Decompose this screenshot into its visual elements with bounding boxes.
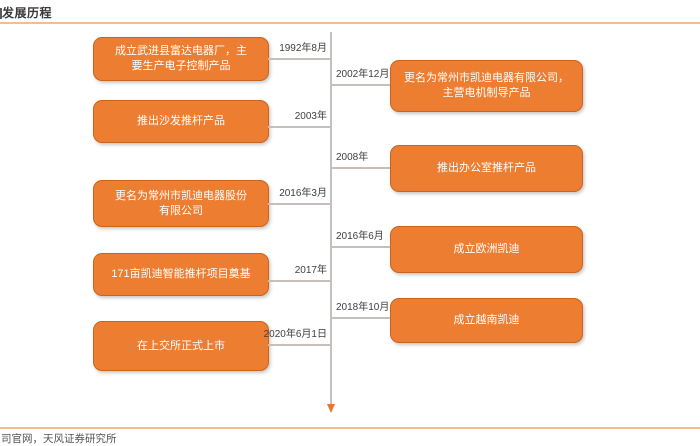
- milestone-date: 2020年6月1日: [263, 329, 327, 340]
- footer-divider-rule: [0, 427, 700, 429]
- milestone-box: 更名为常州市凯迪电器有限公司，主营电机制导产品: [390, 60, 583, 112]
- connector-line: [268, 126, 331, 128]
- connector-line: [331, 84, 390, 86]
- connector-line: [331, 317, 390, 319]
- milestone-box: 推出沙发推杆产品: [93, 100, 269, 143]
- connector-line: [268, 280, 331, 282]
- connector-line: [268, 58, 331, 60]
- milestone-label: 成立武进县富达电器厂，主要生产电子控制产品: [115, 45, 247, 72]
- milestone-date: 2016年6月: [336, 231, 384, 242]
- source-note: 司官网，天风证券研究所: [1, 433, 117, 445]
- milestone-label: 171亩凯迪智能推杆项目奠基: [111, 268, 251, 280]
- milestone-box: 在上交所正式上市: [93, 321, 269, 371]
- milestone-date: 2017年: [294, 265, 327, 276]
- milestone-label: 更名为常州市凯迪电器有限公司，主营电机制导产品: [404, 72, 569, 99]
- arrow-down-icon: [326, 404, 335, 413]
- milestone-date: 2008年: [336, 152, 369, 163]
- milestone-date: 1992年8月: [279, 43, 327, 54]
- milestone-label: 在上交所正式上市: [137, 339, 225, 352]
- connector-line: [331, 167, 390, 169]
- milestone-date: 2016年3月: [279, 188, 327, 199]
- milestone-label: 成立欧洲凯迪: [453, 243, 520, 255]
- milestone-box: 更名为常州市凯迪电器股份有限公司: [93, 180, 269, 227]
- milestone-box: 成立欧洲凯迪: [390, 226, 583, 273]
- milestone-box: 推出办公室推杆产品: [390, 145, 583, 192]
- milestone-label: 推出沙发推杆产品: [137, 115, 225, 127]
- connector-line: [268, 203, 331, 205]
- milestone-date: 2018年10月: [336, 302, 390, 313]
- milestone-box: 171亩凯迪智能推杆项目奠基: [93, 253, 269, 296]
- connector-line: [331, 246, 390, 248]
- milestone-label: 更名为常州市凯迪电器股份有限公司: [115, 189, 247, 217]
- milestone-box: 成立武进县富达电器厂，主要生产电子控制产品: [93, 37, 269, 81]
- milestone-label: 推出办公室推杆产品: [437, 162, 536, 174]
- title-divider-rule: [0, 22, 700, 24]
- connector-line: [268, 344, 331, 346]
- page-title: 发展历程: [2, 6, 53, 20]
- milestone-date: 2003年: [294, 111, 327, 122]
- cropped-glyph-fragment: [0, 8, 2, 19]
- milestone-box: 成立越南凯迪: [390, 298, 583, 343]
- milestone-label: 成立越南凯迪: [453, 314, 520, 326]
- milestone-date: 2002年12月: [336, 69, 390, 80]
- timeline-axis: [330, 32, 332, 405]
